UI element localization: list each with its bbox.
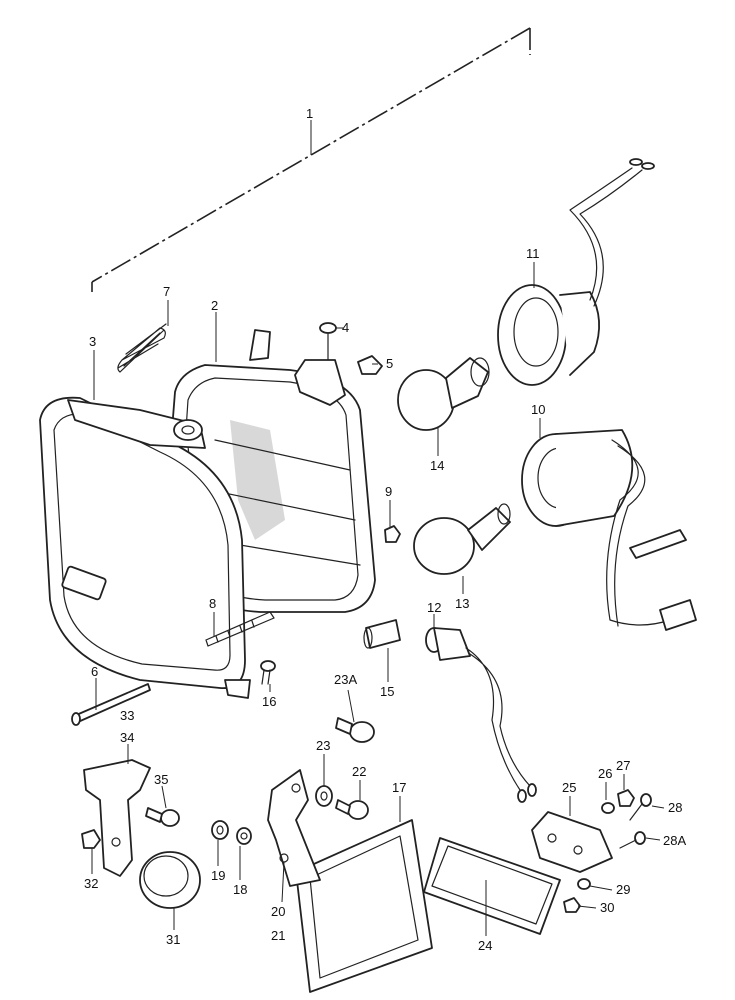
callout-30: 30 [600,900,614,915]
callout-10: 10 [531,402,545,417]
washer-23 [315,785,333,807]
callout-31: 31 [166,932,180,947]
bolt-6 [71,683,151,726]
bracket-20 [267,769,321,887]
callout-3: 3 [89,334,96,349]
turn-signal-housing-10 [521,429,697,631]
license-lamp-housing-25 [531,811,613,873]
callout-13: 13 [455,596,469,611]
callout-29: 29 [616,882,630,897]
washer-29 [577,878,591,890]
nut-9 [384,525,401,543]
cap-31 [139,851,201,909]
screw-28 [629,793,652,821]
adjuster-8 [205,611,275,647]
callout-11: 11 [526,246,540,261]
callout-12: 12 [427,600,441,615]
callout-21: 21 [271,928,285,943]
callout-20: 20 [271,904,285,919]
callout-8: 8 [209,596,216,611]
callout-28A: 28A [663,833,686,848]
bulb-14 [397,357,490,431]
callout-23: 23 [316,738,330,753]
callout-34: 34 [120,730,134,745]
callout-28: 28 [668,800,682,815]
nut-19 [211,820,229,840]
lens-24 [423,837,561,935]
nut-5 [357,355,383,375]
screw-28A [619,831,646,849]
screw-22 [335,799,369,820]
bracket-34 [83,759,151,877]
callout-14: 14 [430,458,444,473]
assembly-bracket-1 [91,27,531,292]
washer-26 [601,802,615,814]
callout-27: 27 [616,758,630,773]
nut-32 [81,829,101,849]
callout-33: 33 [120,708,134,723]
nut-30 [563,897,581,913]
callout-6: 6 [91,664,98,679]
callout-23A: 23A [334,672,357,687]
nut-27 [617,789,635,807]
callout-5: 5 [386,356,393,371]
screw-35 [145,807,180,827]
screw-23A [335,717,375,743]
bulb-13 [413,503,511,575]
callout-22: 22 [352,764,366,779]
headlamp-rim [39,396,251,699]
screw-16 [260,660,276,685]
callout-17: 17 [392,780,406,795]
callout-7: 7 [163,284,170,299]
callout-18: 18 [233,882,247,897]
callout-9: 9 [385,484,392,499]
callout-26: 26 [598,766,612,781]
spring-7 [117,323,167,373]
washer-18 [236,827,252,845]
socket-12 [425,627,537,803]
callout-labels: 1 2 3 4 5 6 7 8 9 10 11 12 13 14 15 16 1… [84,106,686,953]
turn-signal-socket-11 [497,158,655,386]
callout-32: 32 [84,876,98,891]
bulb-15 [363,619,401,649]
callout-15: 15 [380,684,394,699]
screw-4 [319,322,337,361]
callout-4: 4 [342,320,349,335]
callout-19: 19 [211,868,225,883]
leader-lines [91,120,665,936]
callout-24: 24 [478,938,492,953]
callout-1: 1 [306,106,313,121]
callout-35: 35 [154,772,168,787]
callout-2: 2 [211,298,218,313]
callout-25: 25 [562,780,576,795]
callout-16: 16 [262,694,276,709]
reflector-17 [295,819,433,993]
